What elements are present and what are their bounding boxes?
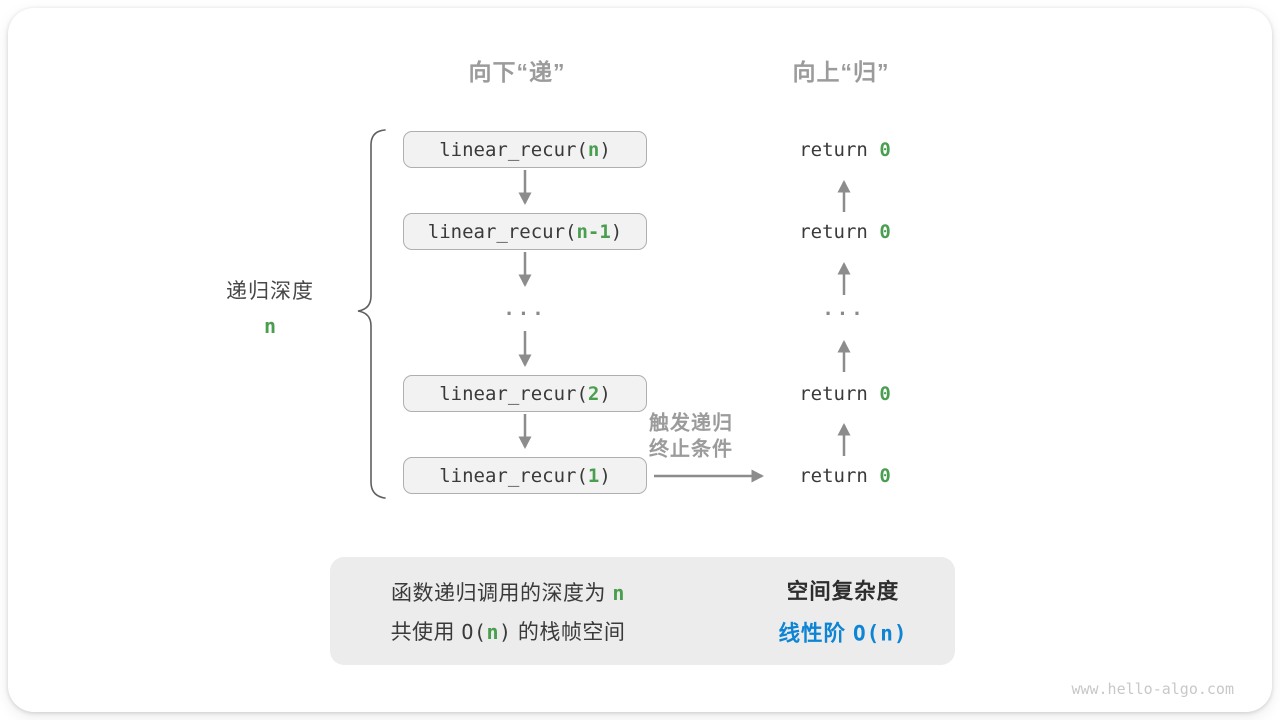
call-box-n-1: linear_recur(n-1) <box>403 213 647 250</box>
call-suffix: ) <box>599 382 611 405</box>
trigger-label-line2: 终止条件 <box>649 438 733 461</box>
trigger-label-line1: 触发递归 <box>649 412 733 435</box>
header-downward-recurse: 向下“递” <box>468 59 566 85</box>
call-arg: n-1 <box>576 220 611 243</box>
call-code: linear_recur(2) <box>439 383 611 405</box>
watermark: www.hello-algo.com <box>1071 680 1234 698</box>
call-box-n: linear_recur(n) <box>403 131 647 168</box>
call-code: linear_recur(n-1) <box>428 221 623 243</box>
call-arg: 1 <box>587 464 600 487</box>
call-arg: n <box>587 138 600 161</box>
call-prefix: linear_recur( <box>439 464 588 487</box>
return-statement-1: return 0 <box>799 139 891 161</box>
call-code: linear_recur(1) <box>439 465 611 487</box>
return-value: 0 <box>879 221 891 243</box>
depth-value: n <box>263 314 277 338</box>
call-suffix: ) <box>599 138 611 161</box>
call-suffix: ) <box>599 464 611 487</box>
summary-space-text1: 共使用 <box>390 621 462 644</box>
call-suffix: ) <box>610 220 623 243</box>
return-ellipsis: ... <box>822 298 866 320</box>
summary-space-line: 共使用 O(n) 的栈帧空间 <box>391 616 626 646</box>
return-keyword: return <box>799 139 880 161</box>
summary-space-text2: 的栈帧空间 <box>511 621 626 644</box>
return-value: 0 <box>879 465 891 487</box>
call-prefix: linear_recur( <box>427 220 577 243</box>
big-o-value: n <box>486 620 500 644</box>
summary-depth-text: 函数递归调用的深度为 <box>391 582 613 605</box>
space-complexity-title: 空间复杂度 <box>786 579 900 604</box>
header-upward-return: 向上“归” <box>792 59 890 85</box>
result-order-label: 线性阶 <box>778 621 853 646</box>
call-box-2: linear_recur(2) <box>403 375 647 412</box>
return-statement-4: return 0 <box>799 465 891 487</box>
return-value: 0 <box>879 383 891 405</box>
call-prefix: linear_recur( <box>439 138 588 161</box>
return-statement-2: return 0 <box>799 221 891 243</box>
return-keyword: return <box>799 383 880 405</box>
big-o-open: O( <box>461 620 487 644</box>
return-keyword: return <box>799 221 880 243</box>
summary-depth-value: n <box>612 581 625 605</box>
return-keyword: return <box>799 465 880 487</box>
call-prefix: linear_recur( <box>439 382 588 405</box>
call-ellipsis: ... <box>503 298 547 320</box>
result-big-o: O(n) <box>852 621 908 646</box>
big-o-close: ) <box>499 620 512 644</box>
call-box-1: linear_recur(1) <box>403 457 647 494</box>
space-complexity-result: 线性阶 O(n) <box>778 617 907 648</box>
call-arg: 2 <box>587 382 600 405</box>
summary-depth-line: 函数递归调用的深度为 n <box>391 577 625 607</box>
summary-panel <box>330 557 955 665</box>
call-code: linear_recur(n) <box>439 139 611 161</box>
return-statement-3: return 0 <box>799 383 891 405</box>
depth-label: 递归深度 <box>226 280 314 303</box>
return-value: 0 <box>879 139 891 161</box>
